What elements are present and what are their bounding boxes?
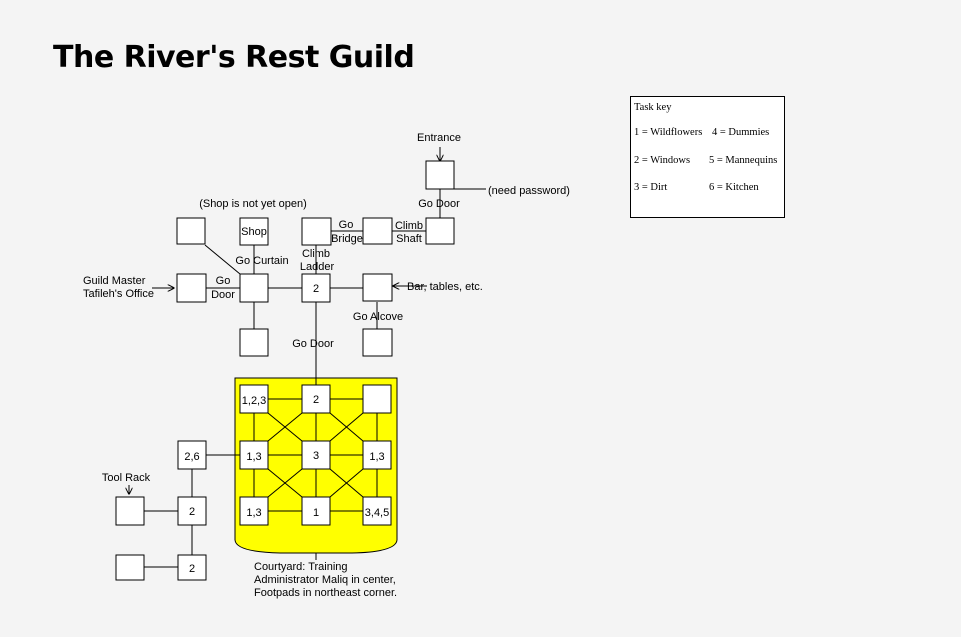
room-label-yard-center: 3 bbox=[313, 450, 319, 462]
room-label-yard-nw: 1,2,3 bbox=[242, 395, 266, 407]
label-go-bridge-bridge: Bridge bbox=[331, 233, 363, 245]
room-shop bbox=[239, 217, 269, 246]
room-curtain-junction bbox=[239, 273, 269, 303]
label-go-door-west-go: Go bbox=[216, 275, 231, 287]
label-go-door-top: Go Door bbox=[418, 198, 460, 210]
task-key-title: Task key bbox=[634, 102, 672, 113]
room-labels: Shop 2 2 1,2,3 1,3 3 1,3 1,3 1 3,4,5 2,6… bbox=[184, 226, 389, 575]
room-west-yard-26 bbox=[177, 440, 207, 470]
room-yard-nw bbox=[239, 384, 269, 414]
room-yard-center bbox=[301, 440, 331, 470]
map-title: The River's Rest Guild bbox=[53, 40, 415, 75]
label-courtyard-2: Administrator Maliq in center, bbox=[254, 574, 396, 586]
task-key-item: 5 = Mannequins bbox=[709, 155, 778, 166]
room-below-curtain bbox=[239, 328, 269, 357]
label-climb-ladder-climb: Climb bbox=[302, 248, 330, 260]
task-key-item: 1 = Wildflowers bbox=[634, 127, 703, 138]
task-key-item: 3 = Dirt bbox=[634, 182, 668, 193]
room-label-hall: 2 bbox=[313, 283, 319, 295]
room-ladder-top bbox=[301, 217, 332, 246]
room-yard-e bbox=[362, 440, 392, 470]
label-entrance: Entrance bbox=[417, 132, 461, 144]
label-guild-master-2: Tafileh's Office bbox=[83, 288, 154, 300]
room-west-yard-sw bbox=[115, 554, 145, 581]
room-label-yard-sw: 1,3 bbox=[246, 507, 261, 519]
room-label-west-yard-2b: 2 bbox=[189, 563, 195, 575]
room-entrance bbox=[425, 160, 455, 190]
room-nw bbox=[176, 217, 206, 245]
label-courtyard-1: Courtyard: Training bbox=[254, 561, 348, 573]
label-guild-master-1: Guild Master bbox=[83, 275, 146, 287]
room-yard-n bbox=[301, 384, 331, 414]
label-go-alcove: Go Alcove bbox=[353, 311, 403, 323]
label-bar-tables: Bar, tables, etc. bbox=[407, 281, 483, 293]
room-label-shop: Shop bbox=[241, 226, 267, 238]
connector-lines bbox=[129, 147, 486, 568]
room-yard-w bbox=[239, 440, 269, 470]
task-key-item: 6 = Kitchen bbox=[709, 182, 759, 193]
room-alcove bbox=[362, 328, 393, 357]
room-label-yard-n: 2 bbox=[313, 394, 319, 406]
label-climb-ladder-ladder: Ladder bbox=[300, 261, 335, 273]
room-guildmaster-office bbox=[176, 273, 207, 303]
room-hall bbox=[301, 273, 331, 303]
room-label-yard-w: 1,3 bbox=[246, 451, 261, 463]
task-key-item: 2 = Windows bbox=[634, 155, 691, 166]
label-shaft: Shaft bbox=[396, 233, 422, 245]
room-label-west-yard-26: 2,6 bbox=[184, 451, 199, 463]
room-label-yard-s: 1 bbox=[313, 507, 319, 519]
label-shop-not-open: (Shop is not yet open) bbox=[199, 198, 307, 210]
rooms bbox=[115, 160, 455, 581]
room-shaft bbox=[425, 217, 455, 245]
label-courtyard-3: Footpads in northeast corner. bbox=[254, 587, 397, 599]
room-label-yard-se: 3,4,5 bbox=[365, 507, 389, 519]
room-west-yard-2b bbox=[177, 554, 207, 581]
room-bridge bbox=[362, 217, 393, 245]
label-go-bridge-go: Go bbox=[339, 219, 354, 231]
room-bar bbox=[362, 273, 393, 302]
room-yard-ne bbox=[362, 384, 392, 414]
label-climb: Climb bbox=[395, 220, 423, 232]
map-annotations: Entrance (need password) Go Door Climb S… bbox=[83, 132, 570, 599]
label-tool-rack: Tool Rack bbox=[102, 472, 151, 484]
room-yard-sw bbox=[239, 496, 269, 526]
label-need-password: (need password) bbox=[488, 185, 570, 197]
room-yard-se bbox=[362, 496, 392, 526]
task-key-item: 4 = Dummies bbox=[712, 127, 770, 138]
room-label-west-yard-2a: 2 bbox=[189, 506, 195, 518]
room-west-yard-2a bbox=[177, 496, 207, 526]
task-key-box: Task key 1 = Wildflowers 4 = Dummies 2 =… bbox=[630, 96, 785, 218]
label-go-door-south: Go Door bbox=[292, 338, 334, 350]
label-go-curtain: Go Curtain bbox=[235, 255, 288, 267]
room-tool-rack bbox=[115, 496, 145, 526]
room-yard-s bbox=[301, 496, 331, 526]
label-go-door-west-door: Door bbox=[211, 289, 235, 301]
room-label-yard-e: 1,3 bbox=[369, 451, 384, 463]
